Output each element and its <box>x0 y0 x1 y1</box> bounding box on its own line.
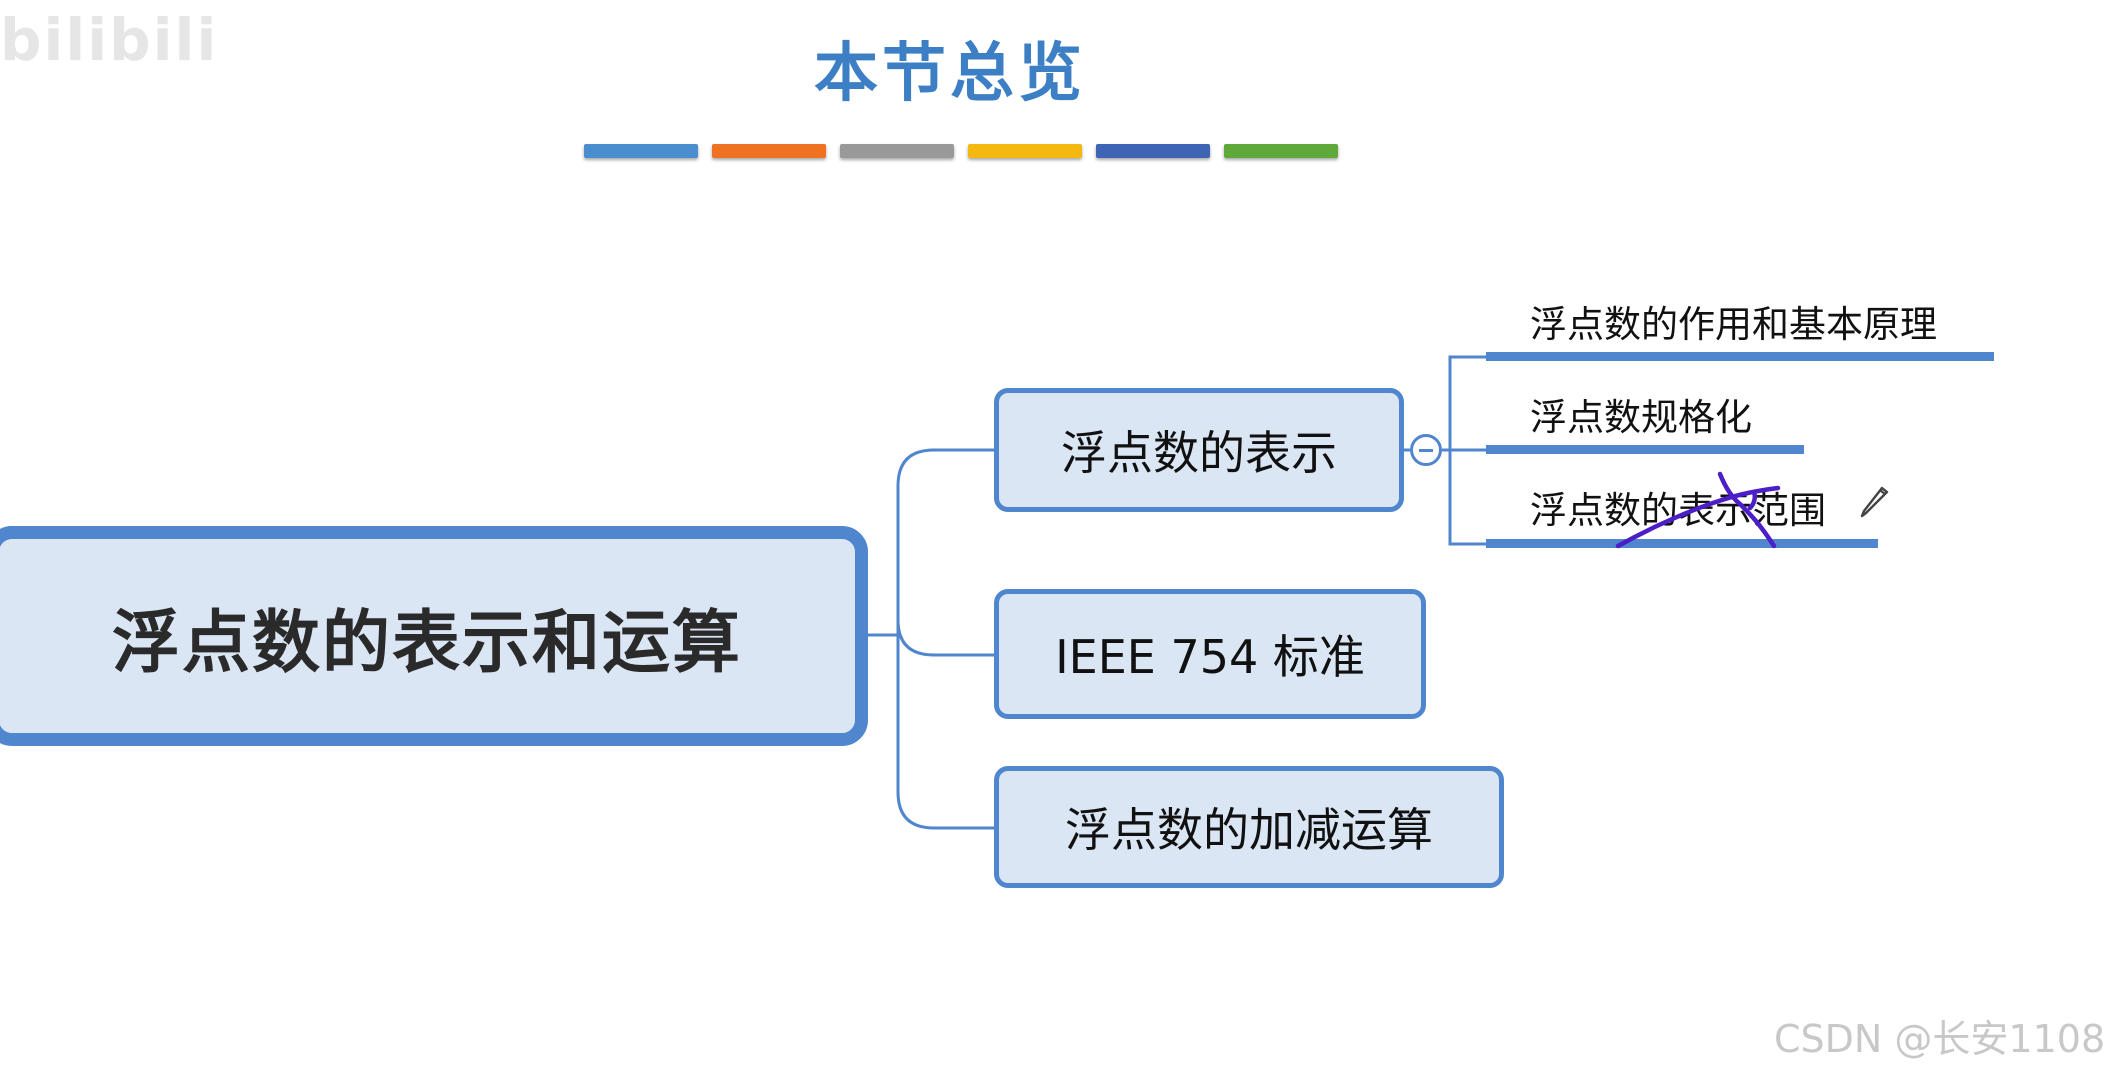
leaf-node-purpose[interactable]: 浮点数的作用和基本原理 <box>1530 294 1937 348</box>
branch-node-representation[interactable]: 浮点数的表示 <box>994 388 1404 512</box>
collapse-toggle-button[interactable] <box>1410 434 1442 466</box>
page-title: 本节总览 <box>814 36 1086 111</box>
leaf-node-range[interactable]: 浮点数的表示范围 <box>1530 480 1826 534</box>
leaf-underline <box>1486 539 1878 548</box>
color-bar <box>712 144 826 158</box>
leaf-underline <box>1486 445 1804 454</box>
leaf-node-label: 浮点数的表示范围 <box>1530 489 1826 532</box>
minus-circle-icon <box>1419 448 1433 452</box>
color-bar <box>968 144 1082 158</box>
branch-node-add-subtract[interactable]: 浮点数的加减运算 <box>994 766 1504 888</box>
pencil-icon[interactable] <box>1858 480 1892 520</box>
root-node-label: 浮点数的表示和运算 <box>111 603 742 683</box>
color-bar <box>1096 144 1210 158</box>
branch-node-label: IEEE 754 标准 <box>1055 630 1365 684</box>
branch-node-label: 浮点数的加减运算 <box>1065 803 1433 857</box>
color-bar <box>1224 144 1338 158</box>
title-color-bars <box>584 144 1342 158</box>
color-bar <box>840 144 954 158</box>
leaf-node-label: 浮点数的作用和基本原理 <box>1530 303 1937 346</box>
leaf-node-normalization[interactable]: 浮点数规格化 <box>1530 387 1752 441</box>
bilibili-watermark-logo: bilibili <box>0 6 219 74</box>
leaf-underline <box>1486 352 1994 361</box>
csdn-watermark: CSDN @长安1108 <box>1774 1017 2106 1061</box>
branch-node-ieee754[interactable]: IEEE 754 标准 <box>994 589 1426 719</box>
branch-node-label: 浮点数的表示 <box>1061 426 1337 480</box>
root-node[interactable]: 浮点数的表示和运算 <box>0 526 868 746</box>
leaf-node-label: 浮点数规格化 <box>1530 396 1752 439</box>
color-bar <box>584 144 698 158</box>
